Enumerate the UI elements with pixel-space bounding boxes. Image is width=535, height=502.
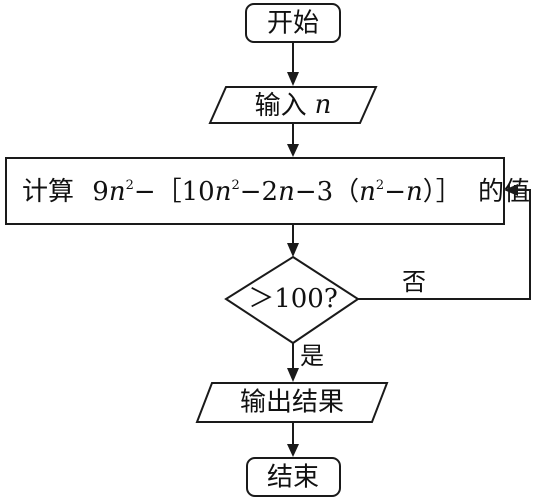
arrow-start-to-input	[287, 42, 299, 86]
input-parallelogram	[208, 86, 378, 124]
expr-close: ）］	[423, 177, 462, 207]
output-label: 输出结果	[240, 388, 344, 418]
decision-node: ＞100?	[224, 255, 360, 345]
arrow-output-to-end	[287, 422, 299, 457]
output-parallelogram	[195, 382, 389, 423]
branch-label-yes: 是	[300, 342, 324, 370]
expr-minus: −	[384, 177, 406, 207]
end-label: 结束	[267, 463, 319, 493]
expr-n-2: n	[215, 177, 232, 207]
process-node: 计算 9n2−［10n2−2n−3（n2−n）］ 的值	[5, 157, 530, 225]
end-node: 结束	[246, 457, 341, 497]
output-node: 输出结果	[195, 382, 389, 423]
start-label: 开始	[267, 9, 319, 39]
expr-sup-3: 2	[376, 178, 384, 193]
expr-n-1: n	[109, 177, 126, 207]
arrow-process-to-decision	[287, 224, 299, 257]
expr-sup-2: 2	[231, 178, 239, 193]
process-box	[5, 157, 505, 225]
start-node: 开始	[245, 3, 341, 43]
expr-sup-1: 2	[126, 178, 134, 193]
input-label: 输入 n	[255, 90, 332, 121]
process-expression: 计算 9n2−［10n2−2n−3（n2−n）］ 的值	[22, 177, 530, 207]
expr-minus-bracket-10: −［10	[134, 177, 215, 207]
expr-minus-3-paren: −3（	[295, 177, 359, 207]
arrow-yes-to-output	[287, 343, 299, 382]
expr-n-4: n	[359, 177, 376, 207]
expr-n-3: n	[278, 177, 295, 207]
input-variable-n: n	[315, 90, 332, 120]
process-prefix: 计算	[22, 177, 74, 207]
input-node: 输入 n	[208, 86, 378, 124]
decision-label: ＞100?	[248, 284, 338, 314]
process-suffix: 的值	[478, 177, 530, 207]
arrow-input-to-process	[287, 123, 299, 157]
arrow-no-loop	[358, 184, 531, 300]
expr-n-5: n	[406, 177, 423, 207]
expr-coef-9: 9	[92, 177, 109, 207]
input-label-text: 输入	[255, 91, 307, 121]
branch-label-no: 否	[402, 268, 426, 296]
expr-minus-2: −2	[240, 177, 278, 207]
end-box	[246, 457, 341, 497]
